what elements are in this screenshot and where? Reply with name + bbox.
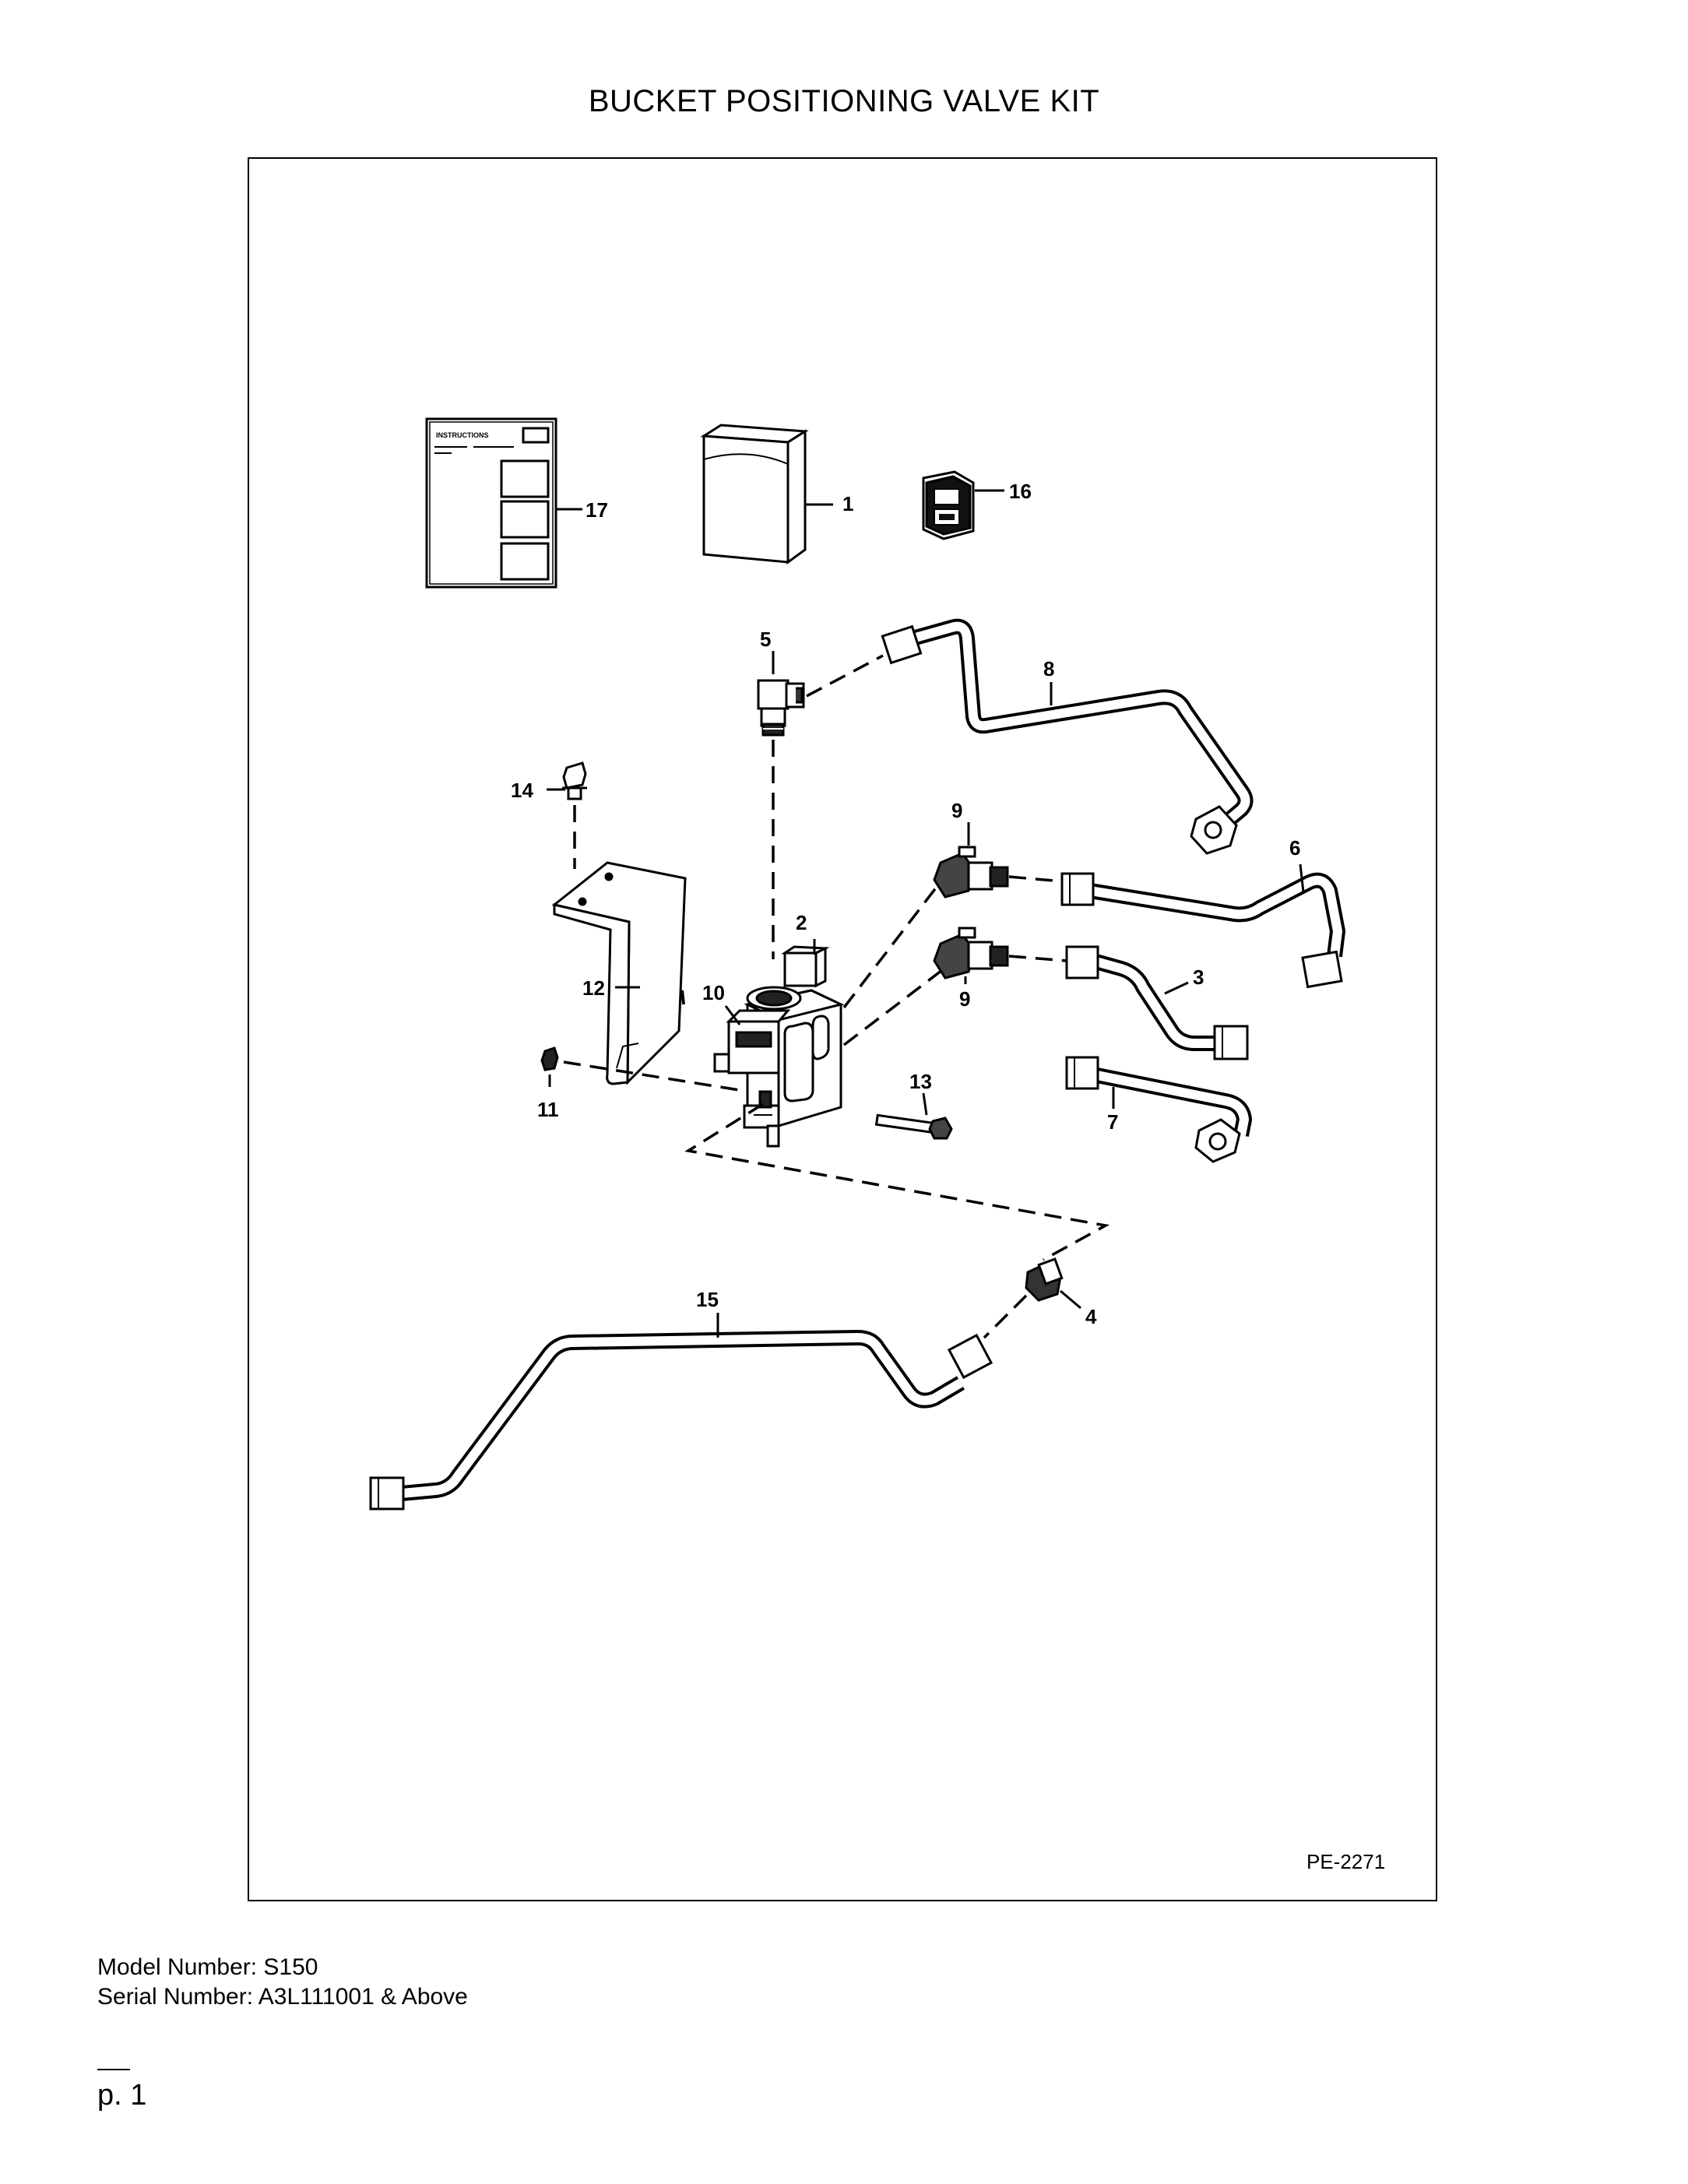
rocker-switch-part [922, 470, 975, 540]
bolt-13-part [874, 1113, 953, 1140]
page-number-rule [97, 2069, 130, 2070]
hydraulic-tube-8-part [881, 618, 1254, 855]
instruction-sheet-part: INSTRUCTIONS [425, 417, 557, 589]
callout-7: 7 [1107, 1110, 1118, 1134]
callout-9-lower: 9 [959, 987, 970, 1011]
mounting-bracket-part [551, 861, 687, 1085]
hydraulic-tube-15-part [369, 1330, 993, 1511]
callout-13: 13 [909, 1070, 932, 1093]
callout-2: 2 [796, 911, 807, 934]
callout-17: 17 [586, 498, 608, 522]
nut-11-part [540, 1046, 559, 1071]
serial-number: Serial Number: A3L111001 & Above [97, 1984, 468, 2010]
hydraulic-tube-7-part [1065, 1056, 1252, 1163]
callout-14: 14 [511, 779, 533, 802]
callout-9-upper: 9 [951, 799, 962, 822]
callout-10: 10 [702, 981, 725, 1004]
callout-6: 6 [1289, 836, 1300, 860]
page-title: BUCKET POSITIONING VALVE KIT [588, 84, 1100, 118]
fitting-4-part [1025, 1257, 1064, 1302]
callout-8: 8 [1043, 657, 1054, 681]
elbow-fitting-9-upper-part [933, 846, 1009, 899]
model-number: Model Number: S150 [97, 1954, 318, 1980]
drawing-code: PE-2271 [1306, 1850, 1385, 1873]
hydraulic-tube-3-part [1065, 945, 1249, 1060]
diagram-frame [248, 157, 1437, 1901]
callout-16: 16 [1009, 480, 1032, 503]
callout-11: 11 [537, 1098, 559, 1121]
kit-box-part [700, 424, 809, 564]
elbow-fitting-part [757, 679, 805, 737]
callout-3: 3 [1193, 965, 1204, 989]
hydraulic-tube-6-part [1060, 872, 1345, 989]
callout-5: 5 [760, 628, 771, 651]
callout-12: 12 [582, 976, 605, 1000]
callout-1: 1 [842, 492, 853, 515]
bolt-14-part [562, 761, 587, 800]
page-number: p. 1 [97, 2079, 147, 2112]
elbow-fitting-9-lower-part [933, 927, 1009, 979]
valve-block-part [713, 945, 845, 1148]
callout-15: 15 [696, 1288, 719, 1311]
callout-4: 4 [1085, 1305, 1097, 1328]
model-serial-info: Model Number: S150 Serial Number: A3L111… [97, 1953, 468, 2012]
instruction-sheet-heading: INSTRUCTIONS [436, 431, 489, 439]
